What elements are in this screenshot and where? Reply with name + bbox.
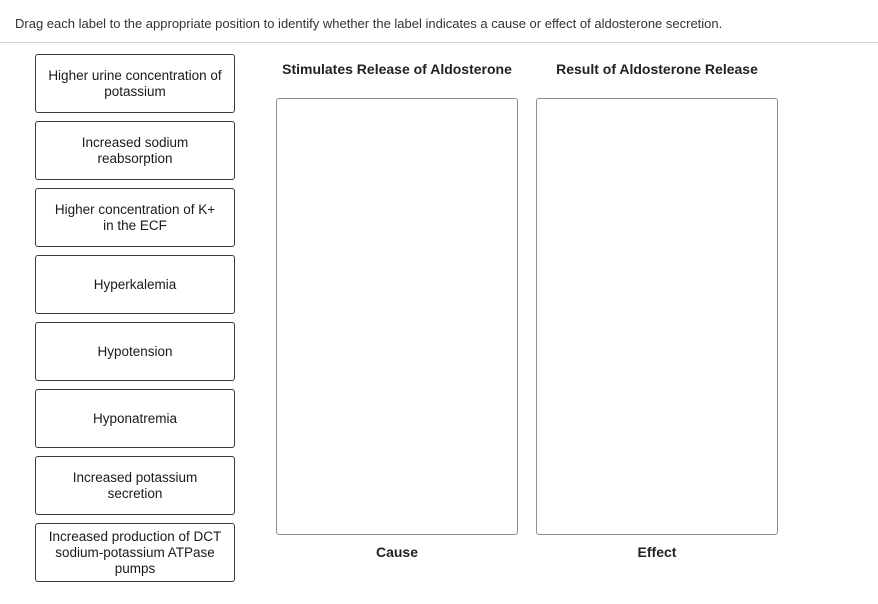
draggable-label-sodium-reabsorption[interactable]: Increased sodium reabsorption bbox=[35, 121, 235, 180]
cause-column-footer: Cause bbox=[375, 544, 419, 560]
draggable-label-potassium-secretion[interactable]: Increased potassium secretion bbox=[35, 456, 235, 515]
draggable-label-atpase-pumps[interactable]: Increased production of DCT sodium-potas… bbox=[35, 523, 235, 582]
cause-drop-zone[interactable] bbox=[276, 98, 518, 535]
instructions-text: Drag each label to the appropriate posit… bbox=[15, 16, 723, 31]
draggable-label-hyperkalemia[interactable]: Hyperkalemia bbox=[35, 255, 235, 314]
label-bank: Higher urine concentration of potassium … bbox=[35, 54, 235, 590]
draggable-label-hyponatremia[interactable]: Hyponatremia bbox=[35, 389, 235, 448]
cause-column-heading: Stimulates Release of Aldosterone bbox=[282, 61, 512, 77]
draggable-label-urine-potassium[interactable]: Higher urine concentration of potassium bbox=[35, 54, 235, 113]
draggable-label-ecf-potassium[interactable]: Higher concentration of K+ in the ECF bbox=[35, 188, 235, 247]
header-divider bbox=[0, 42, 878, 43]
draggable-label-hypotension[interactable]: Hypotension bbox=[35, 322, 235, 381]
effect-column-heading: Result of Aldosterone Release bbox=[556, 61, 758, 77]
effect-drop-zone[interactable] bbox=[536, 98, 778, 535]
effect-column-footer: Effect bbox=[637, 544, 677, 560]
